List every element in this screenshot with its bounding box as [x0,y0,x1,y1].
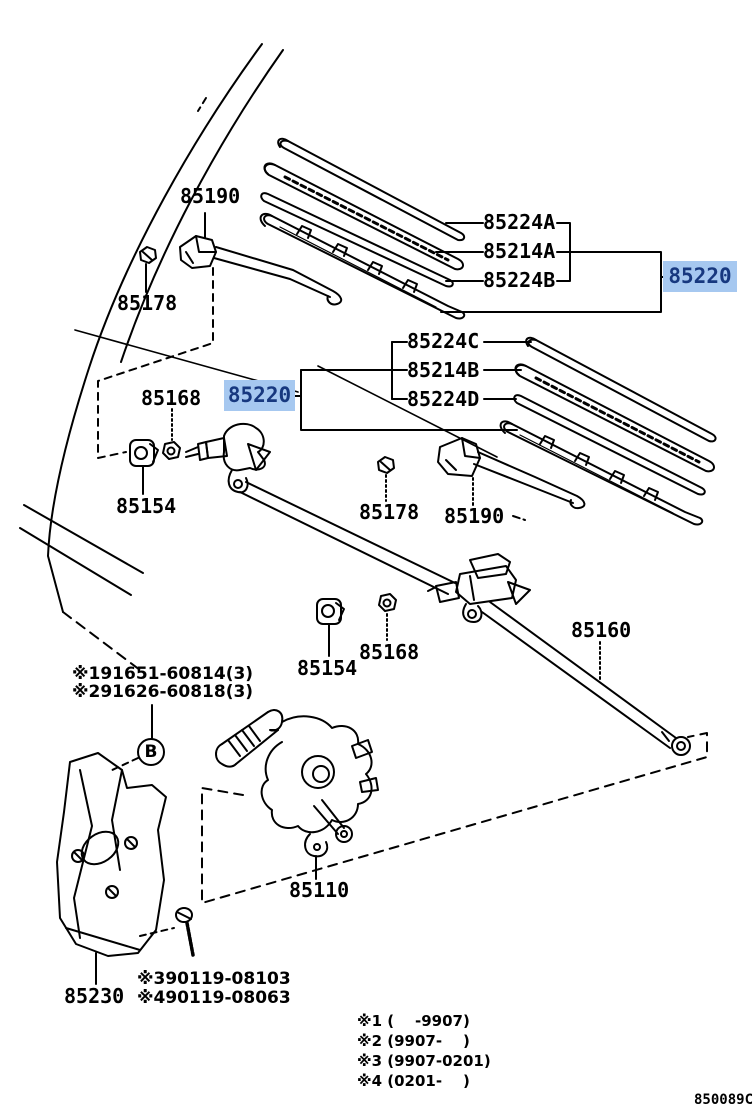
callout-blade-set-lh[interactable]: 85220 [227,383,292,407]
callout-screw-note-1[interactable]: ※191651-60814(3) [72,664,254,684]
callout-wiper-arm-lower[interactable]: 85190 [444,504,505,528]
legend-line-4: ※4 (0201- ) [357,1072,470,1090]
selected-part-highlight-rh[interactable]: 85220 [663,261,737,292]
callout-wiper-arm-upper[interactable]: 85190 [180,184,241,208]
detail-marker-circle [109,704,165,772]
construction-dashes [201,732,708,904]
callout-cap-nut-lower[interactable]: 85178 [359,500,420,524]
detail-marker-label: B [144,742,158,762]
callout-pivot-nut-center[interactable]: 85168 [359,640,420,664]
callout-pivot-grommet-center[interactable]: 85154 [297,656,358,680]
callout-wiper-motor[interactable]: 85110 [289,878,350,902]
mounting-screw [139,907,195,957]
callout-motor-bracket[interactable]: 85230 [64,984,125,1008]
left-pivot-assembly [129,408,456,595]
callout-blade-set-rh[interactable]: 85220 [668,264,732,288]
lower-wiper-arm [377,437,586,521]
lower-blade-group [499,336,717,526]
callout-bracket-lower [293,341,532,431]
legend-line-2: ※2 (9907- ) [357,1032,470,1050]
callout-pivot-nut-left[interactable]: 85168 [141,386,202,410]
motor-bracket [56,752,167,985]
wiper-motor [215,709,379,879]
callout-blade-assy-b[interactable]: 85214B [407,358,480,382]
connecting-rod [481,601,691,756]
callout-blade-rubber-b[interactable]: 85224B [483,268,556,292]
legend-line-1: ※1 ( -9907) [357,1012,470,1030]
callout-pivot-grommet-left[interactable]: 85154 [116,494,177,518]
upper-wiper-arm [139,212,343,306]
legend-line-3: ※3 (9907-0201) [357,1052,491,1070]
callout-blade-rubber-a[interactable]: 85224A [483,210,556,234]
drawing-code: 850089C [694,1092,754,1108]
car-body-outline [19,43,498,671]
upper-blade-group [259,137,466,320]
callout-screw-note-3[interactable]: ※390119-08103 [137,969,291,989]
callout-blade-rubber-d[interactable]: 85224D [407,387,480,411]
callout-bracket-upper [435,222,668,313]
center-pivot-assembly [316,553,531,657]
callout-screw-note-2[interactable]: ※291626-60818(3) [72,682,254,702]
selected-part-highlight-lh[interactable]: 85220 [224,380,295,411]
callout-cap-nut-upper[interactable]: 85178 [117,291,178,315]
callout-connecting-rod[interactable]: 85160 [571,618,632,642]
callout-blade-rubber-c[interactable]: 85224C [407,329,480,353]
callout-blade-assy-a[interactable]: 85214A [483,239,556,263]
callout-screw-note-4[interactable]: ※490119-08063 [137,988,291,1008]
